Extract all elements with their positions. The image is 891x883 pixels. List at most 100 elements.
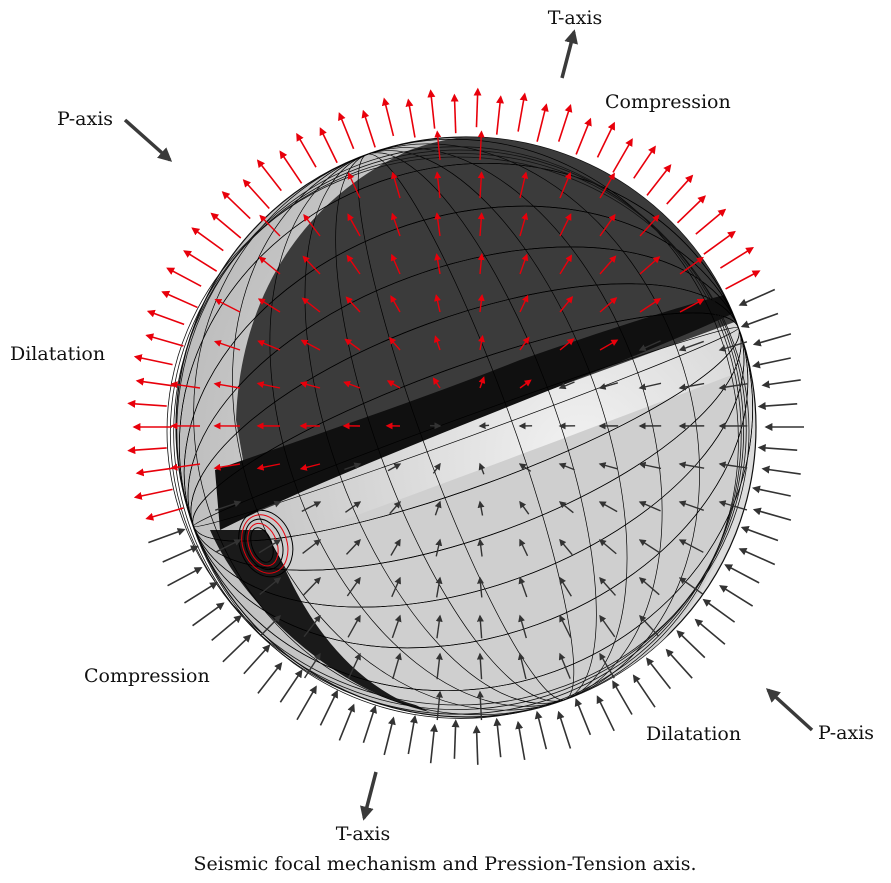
compression-arrow (213, 381, 241, 389)
dilatation-arrow (558, 462, 575, 471)
vector-field (127, 87, 804, 765)
dilatation-arrow (477, 538, 485, 557)
dilatation-arrow (215, 500, 242, 511)
dilatation-arrow (451, 719, 460, 759)
dilatation-arrow (761, 465, 801, 475)
dilatation-arrow (478, 422, 490, 430)
dilatation-arrow (574, 698, 592, 736)
dilatation-arrow (258, 539, 282, 554)
dilatation-arrow (724, 564, 760, 584)
compression-top-label: Compression (605, 91, 731, 113)
p-axis-right-label: P-axis (818, 722, 874, 744)
t-axis-bottom-arrow (360, 771, 378, 821)
compression-arrow (434, 130, 442, 161)
compression-arrow (679, 256, 704, 275)
dilatation-arrow (215, 539, 242, 553)
dilatation-arrow (678, 577, 704, 595)
compression-arrow (299, 463, 321, 471)
dilatation-arrow (718, 461, 748, 469)
compression-arrow (390, 171, 401, 199)
dilatation-arrow (752, 357, 791, 369)
dilatation-arrow (429, 723, 438, 764)
dilatation-arrow (258, 500, 282, 512)
compression-arrow (477, 293, 485, 313)
compression-arrow (676, 195, 706, 224)
dilatation-arrow (719, 585, 754, 607)
compression-arrow (432, 377, 441, 389)
compression-arrow (517, 92, 528, 132)
compression-arrow (302, 255, 321, 275)
dilatation-arrow (304, 652, 321, 679)
dilatation-arrow (435, 690, 443, 721)
compression-arrow (478, 334, 485, 351)
t-axis-bottom-label: T-axis (336, 823, 391, 845)
compression-arrow (599, 297, 618, 313)
dilatation-arrow (556, 710, 572, 749)
compression-arrow (256, 159, 282, 192)
compression-arrow (725, 270, 761, 290)
compression-arrow (536, 103, 549, 142)
compression-arrow (599, 172, 615, 199)
dilatation-arrow (211, 614, 243, 642)
compression-arrow (477, 171, 485, 199)
compression-arrow (559, 213, 572, 237)
dilatation-arrow (192, 602, 225, 627)
p-axis-left-label: P-axis (57, 108, 113, 130)
dilatation-arrow (638, 382, 662, 391)
dilatation-arrow (518, 576, 528, 598)
compression-arrow (477, 253, 485, 275)
dilatation-arrow (478, 462, 486, 475)
dilatation-arrow (519, 538, 529, 557)
dilatation-arrow (558, 501, 574, 514)
dilatation-arrow (646, 657, 672, 690)
p-axis-left-arrow (123, 118, 173, 162)
dilatation-arrow (678, 539, 704, 553)
dilatation-arrow (740, 312, 779, 329)
dilatation-arrow (347, 652, 361, 679)
compression-arrow (256, 381, 281, 389)
compression-arrow (599, 255, 617, 275)
compression-arrow (146, 309, 185, 326)
compression-arrow (301, 297, 321, 313)
dilatation-arrow (259, 577, 282, 596)
dilatation-arrow (639, 614, 660, 637)
compression-arrow (347, 213, 361, 237)
wire-ring (176, 146, 742, 719)
dilatation-arrow (148, 528, 186, 544)
compression-arrow (519, 253, 529, 275)
compression-arrow (390, 212, 401, 237)
compression-arrow (434, 294, 441, 313)
compression-arrow (639, 256, 661, 275)
dilatation-arrow (559, 614, 572, 638)
dilatation-arrow (598, 539, 617, 555)
dilatation-arrow (638, 501, 661, 512)
dilatation-arrow (391, 576, 401, 598)
pole-ring (238, 509, 294, 578)
dilatation-arrow (757, 443, 798, 452)
dilatation-arrow (344, 462, 362, 471)
compression-arrow (386, 380, 401, 389)
compression-arrow (303, 214, 321, 237)
dilatation-arrow (598, 501, 618, 513)
dilatation-arrow (383, 716, 396, 756)
compression-arrow (345, 296, 361, 313)
dilatation-arrow (596, 695, 615, 732)
compression-arrow (343, 380, 361, 389)
dilatation-arrow (559, 538, 573, 556)
dilatation-arrow (598, 462, 619, 470)
compression-arrow (344, 338, 361, 351)
dilatation-arrow (638, 577, 660, 596)
dilatation-left-label: Dilatation (10, 343, 105, 365)
compression-arrow (633, 145, 656, 179)
dilatation-arrow (338, 703, 355, 741)
compression-bottom-label: Compression (84, 665, 210, 687)
focal-sphere (166, 136, 757, 719)
dilatation-arrow (757, 402, 798, 411)
dilatation-arrow (534, 710, 548, 750)
dilatation-arrow (738, 547, 776, 566)
dilatation-arrow (678, 500, 705, 511)
dilatation-zone-lower (275, 370, 749, 714)
dilatation-arrow (392, 652, 402, 680)
compression-arrow (559, 295, 574, 313)
compression-arrow (145, 507, 184, 521)
